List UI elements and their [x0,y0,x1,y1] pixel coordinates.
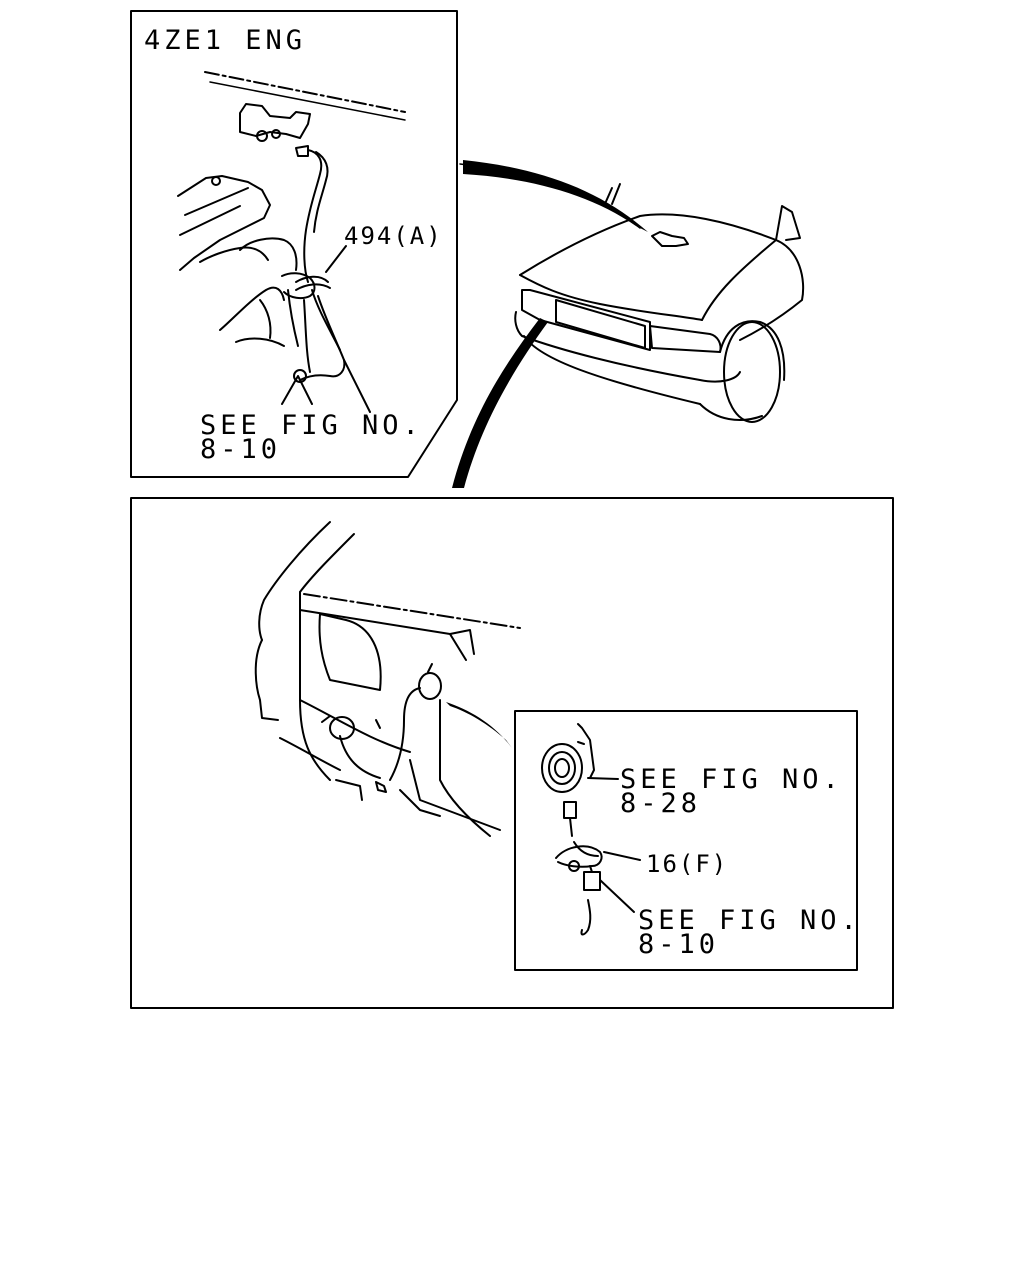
fig-ref-8-28-line1: SEE FIG NO. [620,764,843,795]
horn-inset-frame [514,710,858,971]
radiator-support-drawing [254,521,521,837]
fig-ref-8-10-top-line2: 8-10 [200,434,282,465]
engine-detail-frame [130,10,458,478]
horn-inset-drawing [541,723,641,936]
fig-ref-8-28-line2: 8-28 [620,788,702,819]
fig-ref-8-10-bottom-line2: 8-10 [638,929,720,960]
horn-area-frame [130,497,894,1009]
fig-ref-8-10-top-line1: SEE FIG NO. [200,410,423,441]
vehicle-front-drawing [514,183,805,423]
callout-16f: 16(F) [646,850,729,878]
engine-bay-drawing [177,71,406,413]
fig-ref-8-10-bottom-line1: SEE FIG NO. [638,905,861,936]
engine-variant-title: 4ZE1 ENG [144,25,307,56]
callout-494a: 494(A) [344,222,443,250]
